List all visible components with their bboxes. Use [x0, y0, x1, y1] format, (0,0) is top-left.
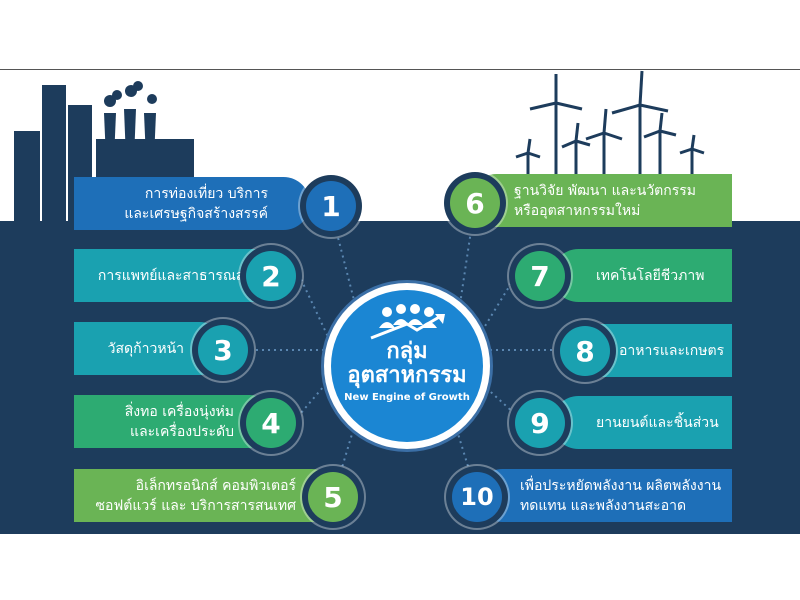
item-bar-5: อิเล็กทรอนิกส์ คอมพิวเตอร์ ซอฟต์แวร์ และ…: [74, 469, 338, 522]
infographic: การท่องเที่ยว บริการ และเศรษฐกิจสร้างสรร…: [0, 69, 800, 534]
item-bar-7: เทคโนโลยีชีวภาพ: [552, 249, 732, 302]
number-badge-9: 9: [515, 398, 565, 448]
item-10-line-1: เพื่อประหยัดพลังงาน ผลิตพลังงาน: [520, 477, 722, 494]
item-10-line-2: ทดแทน และพลังงานสะอาด: [520, 497, 687, 514]
item-9-line-1: ยานยนต์และชิ้นส่วน: [596, 414, 719, 431]
hub-title-line-1: กลุ่ม: [386, 339, 428, 364]
number-badge-7: 7: [515, 251, 565, 301]
number-badge-3: 3: [198, 325, 248, 375]
item-3-line-1: วัสดุก้าวหน้า: [107, 340, 184, 357]
item-bar-1: การท่องเที่ยว บริการ และเศรษฐกิจสร้างสรร…: [74, 177, 310, 230]
number-badge-10: 10: [452, 472, 502, 522]
item-8-line-1: อาหารและเกษตร: [619, 342, 725, 359]
number-badge-6: 6: [450, 178, 500, 228]
item-6-line-2: หรืออุตสาหกรรมใหม่: [514, 202, 641, 219]
center-hub-inner: กลุ่ม อุตสาหกรรม New Engine of Growth: [331, 290, 483, 442]
item-1-line-1: การท่องเที่ยว บริการ: [144, 185, 268, 202]
item-6-line-1: ฐานวิจัย พัฒนา และนวัตกรรม: [514, 182, 697, 199]
number-badge-4: 4: [246, 398, 296, 448]
number-badge-2: 2: [246, 251, 296, 301]
item-bar-10: เพื่อประหยัดพลังงาน ผลิตพลังงาน ทดแทน แล…: [476, 469, 732, 522]
item-4-line-2: และเครื่องประดับ: [130, 423, 234, 440]
item-7-line-1: เทคโนโลยีชีวภาพ: [596, 267, 705, 284]
item-4-line-1: สิ่งทอ เครื่องนุ่งห่ม: [124, 403, 234, 420]
number-badge-5: 5: [308, 472, 358, 522]
center-hub: กลุ่ม อุตสาหกรรม New Engine of Growth: [324, 283, 490, 449]
item-1-line-2: และเศรษฐกิจสร้างสรรค์: [124, 205, 268, 222]
item-5-line-1: อิเล็กทรอนิกส์ คอมพิวเตอร์: [135, 477, 296, 494]
item-2-line-1: การแพทย์และสาธารณสุข: [97, 267, 254, 284]
item-bar-3: วัสดุก้าวหน้า: [74, 322, 226, 375]
factory-skyline-icon: [14, 70, 705, 221]
number-badge-8: 8: [560, 326, 610, 376]
item-bar-9: ยานยนต์และชิ้นส่วน: [552, 396, 732, 449]
people-growth-icon: [370, 304, 445, 340]
item-bar-4: สิ่งทอ เครื่องนุ่งห่ม และเครื่องประดับ: [74, 395, 276, 448]
hub-title-line-2: อุตสาหกรรม: [347, 363, 467, 388]
item-bar-6: ฐานวิจัย พัฒนา และนวัตกรรม หรืออุตสาหกรร…: [470, 174, 732, 227]
top-rule: [0, 69, 800, 70]
number-badge-1: 1: [306, 181, 356, 231]
hub-subtitle: New Engine of Growth: [344, 392, 470, 403]
item-5-line-2: ซอฟต์แวร์ และ บริการสารสนเทศ: [95, 497, 296, 514]
